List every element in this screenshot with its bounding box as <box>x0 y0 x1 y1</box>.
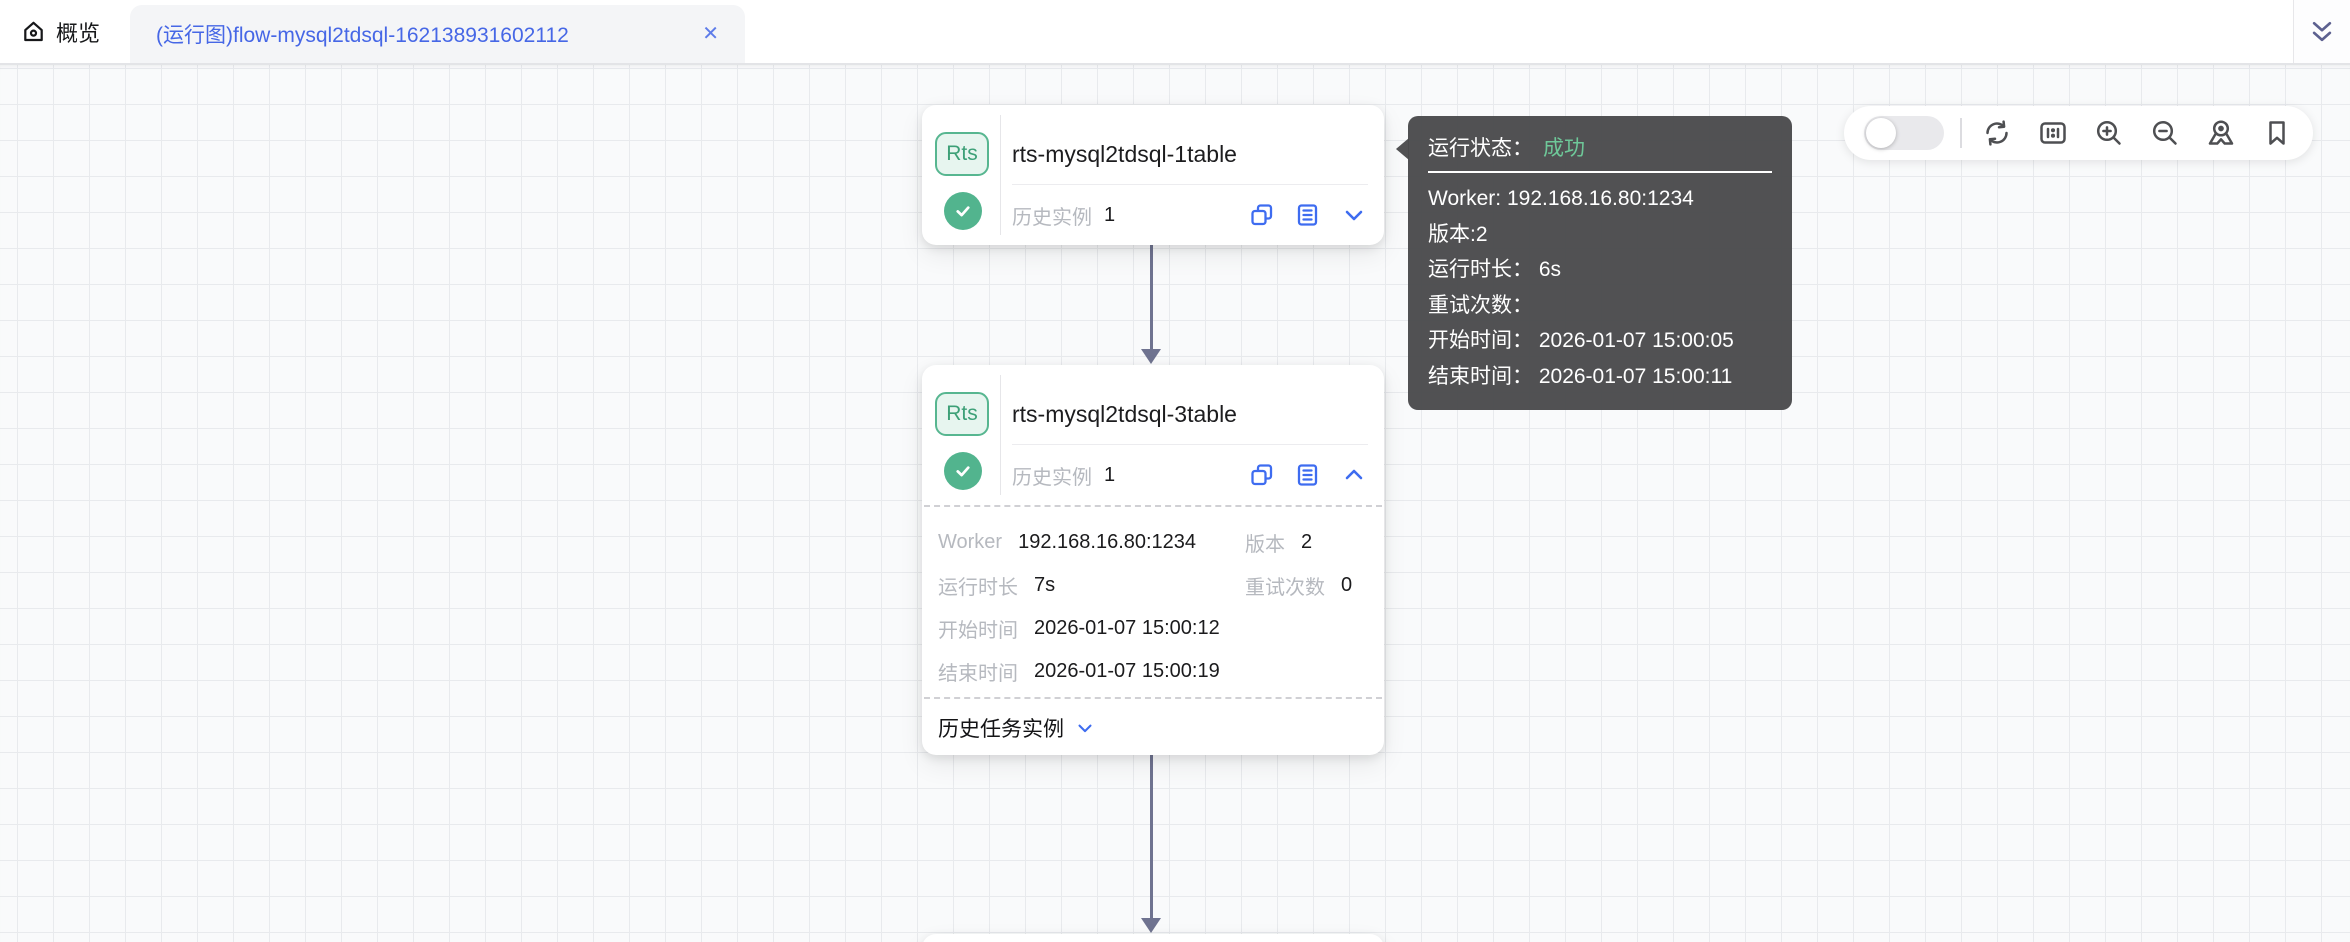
toggle-knob <box>1866 118 1896 148</box>
top-bar: 概览 (运行图)flow-mysql2tdsql-162138931602112… <box>0 0 2350 65</box>
toolbar-divider <box>1960 118 1962 148</box>
toggle-switch[interactable] <box>1864 116 1944 150</box>
node-left-column: Rts <box>922 105 1000 245</box>
tooltip-divider <box>1428 171 1772 173</box>
history-instances-toggle[interactable]: 历史任务实例 <box>922 699 1384 757</box>
zoom-in-icon <box>2096 120 2121 145</box>
start-time-label: 开始时间 <box>938 620 1018 642</box>
chevron-down-icon <box>1074 717 1096 739</box>
detail-row-end: 结束时间 2026-01-07 15:00:19 <box>938 650 1368 693</box>
zoom-out-button[interactable] <box>2148 116 2182 150</box>
retry-label: 重试次数 <box>1245 577 1325 599</box>
tooltip-end-line: 结束时间： 2026-01-07 15:00:11 <box>1428 364 1733 388</box>
tooltip-version-line: 版本:2 <box>1428 222 1488 246</box>
task-node-3-partial[interactable] <box>922 934 1384 942</box>
refresh-button[interactable] <box>1980 116 2014 150</box>
chevron-up-icon[interactable] <box>1340 461 1368 489</box>
task-type-badge: Rts <box>935 132 989 176</box>
edge-arrowhead <box>1141 918 1161 933</box>
locate-button[interactable] <box>2204 116 2238 150</box>
overview-home-button[interactable]: 概览 <box>20 0 100 63</box>
version-label: 版本 <box>1245 534 1285 556</box>
tab-run-graph[interactable]: (运行图)flow-mysql2tdsql-162138931602112 ✕ <box>130 5 745 63</box>
task-node-header: Rts rts-mysql2tdsql-1table 历史实例 1 <box>922 105 1384 245</box>
collapse-toolbar-button[interactable] <box>2293 0 2350 63</box>
zoom-in-button[interactable] <box>2092 116 2126 150</box>
duration-value: 7s <box>1034 574 1056 596</box>
run-status-tooltip: 运行状态： 成功 Worker: 192.168.16.80:1234 版本:2… <box>1396 116 1792 410</box>
task-node-header: Rts rts-mysql2tdsql-3table 历史实例 1 <box>922 365 1384 505</box>
node-divider <box>1000 115 1001 235</box>
dag-canvas[interactable]: Rts rts-mysql2tdsql-1table 历史实例 1 <box>0 65 2350 942</box>
task-type-badge: Rts <box>935 392 989 436</box>
node-rule <box>1012 444 1368 445</box>
duration-label: 运行时长 <box>938 577 1018 599</box>
tooltip-title: 运行状态： 成功 <box>1428 129 1772 165</box>
start-time-value: 2026-01-07 15:00:12 <box>1034 617 1220 639</box>
node-rule <box>1012 184 1368 185</box>
tab-close-icon[interactable]: ✕ <box>702 23 719 45</box>
locate-icon <box>2208 120 2234 145</box>
tooltip-duration-line: 运行时长： 6s <box>1428 258 1562 281</box>
log-icon[interactable] <box>1294 201 1322 229</box>
tooltip-worker-line: Worker: 192.168.16.80:1234 <box>1428 187 1694 210</box>
tab-title: (运行图)flow-mysql2tdsql-162138931602112 <box>156 24 569 47</box>
version-value: 2 <box>1301 531 1313 553</box>
chevron-down-icon[interactable] <box>1340 201 1368 229</box>
task-details: Worker 192.168.16.80:1234 版本 2 运行时长 7s 重… <box>922 507 1384 697</box>
fit-one-to-one-button[interactable] <box>2036 116 2070 150</box>
overview-label: 概览 <box>56 20 101 46</box>
edge-node1-node2 <box>1150 245 1153 351</box>
double-chevron-down-icon <box>2308 15 2336 49</box>
success-status-icon <box>944 452 982 490</box>
tooltip-pointer <box>1396 138 1409 160</box>
bookmark-icon <box>2269 121 2285 145</box>
end-time-label: 结束时间 <box>938 663 1018 685</box>
task-title: rts-mysql2tdsql-1table <box>1012 141 1237 167</box>
task-node-1[interactable]: Rts rts-mysql2tdsql-1table 历史实例 1 <box>922 105 1384 245</box>
detail-row-start: 开始时间 2026-01-07 15:00:12 <box>938 607 1368 650</box>
dashed-divider <box>924 505 1382 507</box>
dashed-divider <box>924 697 1382 699</box>
worker-label: Worker <box>938 531 1003 553</box>
bookmark-button[interactable] <box>2260 116 2294 150</box>
retry-value: 0 <box>1341 574 1353 596</box>
zoom-out-icon <box>2152 120 2177 145</box>
history-count: 1 <box>1104 203 1116 226</box>
edge-node2-node3 <box>1150 755 1153 920</box>
node-left-column: Rts <box>922 365 1000 505</box>
task-title: rts-mysql2tdsql-3table <box>1012 401 1237 427</box>
run-status-value: 成功 <box>1543 137 1585 160</box>
copy-icon[interactable] <box>1248 461 1276 489</box>
tooltip-retry-line: 重试次数： <box>1428 293 1533 317</box>
history-label: 历史实例 <box>1012 466 1092 489</box>
history-row: 历史实例 1 <box>1012 445 1368 505</box>
history-row: 历史实例 1 <box>1012 185 1368 245</box>
history-instances-label: 历史任务实例 <box>938 718 1064 741</box>
log-icon[interactable] <box>1294 461 1322 489</box>
fit-one-to-one-icon <box>2040 122 2066 144</box>
history-label: 历史实例 <box>1012 206 1092 229</box>
success-status-icon <box>944 192 982 230</box>
run-status-label: 运行状态： <box>1428 137 1533 160</box>
canvas-toolbar <box>1844 106 2313 160</box>
refresh-icon <box>1986 120 2008 146</box>
home-icon <box>20 18 47 45</box>
end-time-value: 2026-01-07 15:00:19 <box>1034 660 1220 682</box>
copy-icon[interactable] <box>1248 201 1276 229</box>
worker-value: 192.168.16.80:1234 <box>1018 531 1197 553</box>
task-node-2[interactable]: Rts rts-mysql2tdsql-3table 历史实例 1 <box>922 365 1384 755</box>
detail-row-duration-retry: 运行时长 7s 重试次数 0 <box>938 564 1368 607</box>
detail-row-worker-version: Worker 192.168.16.80:1234 版本 2 <box>938 521 1368 564</box>
edge-arrowhead <box>1141 349 1161 364</box>
tooltip-start-line: 开始时间： 2026-01-07 15:00:05 <box>1428 329 1734 352</box>
node-divider <box>1000 375 1001 495</box>
history-count: 1 <box>1104 463 1116 486</box>
